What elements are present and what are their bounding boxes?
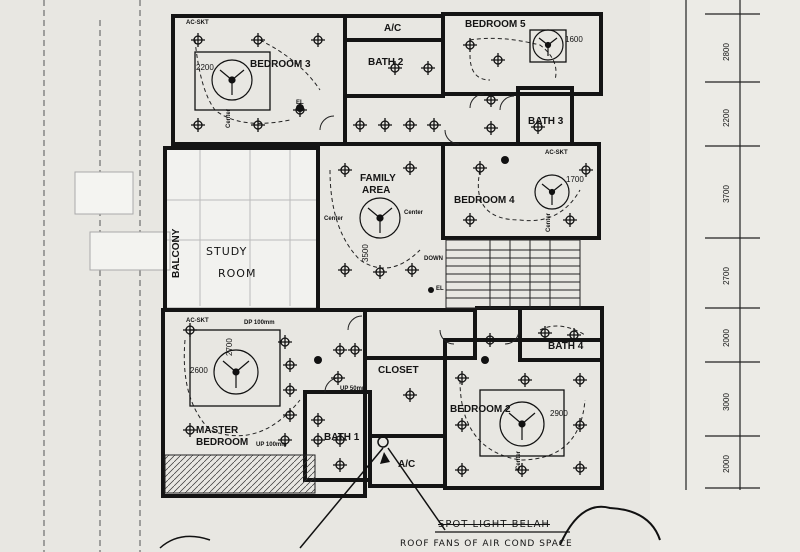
dim-family-length: 3500 [361,244,370,262]
room-label-bedroom3: BEDROOM 3 [250,59,311,70]
note-up-100: UP 100mm [256,442,287,448]
room-label-family-1: FAMILY [360,173,396,184]
note-center-b3: Center [226,108,232,128]
right-dim-3: 3700 [721,185,731,203]
annotation-bottom-note: ROOF FANS OF AIR COND SPACE [400,539,573,549]
dim-bedroom3-fan: 2200 [196,63,214,72]
note-ac-skt-b4: AC-SKT [545,150,568,156]
room-label-ac-bottom: A/C [398,459,416,470]
dim-bedroom4-fan: 1700 [566,175,584,184]
right-dim-6: 3000 [721,393,731,411]
note-el-b3: EL [296,100,304,106]
note-ac-skt-b3: AC-SKT [186,20,209,26]
room-label-bedroom2: BEDROOM 2 [450,404,511,415]
note-dp-100: DP 100mm [244,320,275,326]
note-center-b4: Center [546,212,552,232]
room-label-balcony: BALCONY [171,228,182,278]
room-label-bedroom4: BEDROOM 4 [454,195,515,206]
right-dimension-chain [685,0,760,490]
note-center-family-left: Center [324,216,344,222]
right-dim-5: 2000 [721,329,731,347]
annotation-spot-light: SPOT LIGHT BELAH [438,519,550,530]
room-label-ac-top: A/C [384,23,402,34]
note-ac-skt-master: AC-SKT [186,318,209,324]
dim-master-fan-top: 2700 [225,338,234,356]
note-up-50: UP 50mm [340,386,368,392]
ceiling-fans [211,29,570,447]
room-label-bath4: BATH 4 [548,341,584,352]
room-label-study-2: ROOM [218,267,257,280]
room-label-study-1: STUDY [206,245,248,258]
room-label-closet: CLOSET [378,365,419,376]
right-dim-4: 2700 [721,267,731,285]
dim-bedroom2-fan: 2900 [550,409,568,418]
walls [161,12,604,498]
room-label-bath1: BATH 1 [324,432,360,443]
note-center-family-right: Center [404,210,424,216]
room-label-bedroom5: BEDROOM 5 [465,19,526,30]
dim-bedroom5-fan: 1600 [565,35,583,44]
room-label-master-1: MASTER [196,425,239,436]
note-el-stair: EL [436,286,444,292]
room-label-bath2: BATH 2 [368,57,404,68]
room-label-bath3: BATH 3 [528,116,564,127]
note-center-b2: Center [516,450,522,470]
note-down: DOWN [424,256,443,262]
left-grid-lines [43,0,141,552]
room-label-family-2: AREA [362,185,391,196]
right-dim-2: 2200 [721,109,731,127]
right-dim-7: 2000 [721,455,731,473]
right-dim-1: 2800 [721,43,731,61]
dim-master-fan-left: 2600 [190,366,208,375]
room-label-master-2: BEDROOM [196,437,249,448]
stairs [445,239,581,309]
